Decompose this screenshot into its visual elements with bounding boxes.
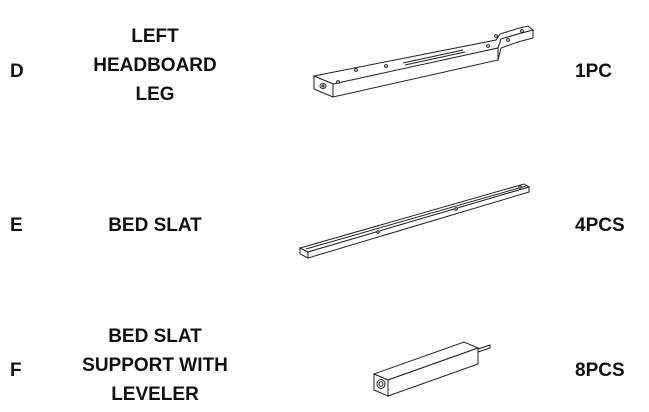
part-name-line: BED SLAT bbox=[108, 326, 202, 347]
part-name-line: LEG bbox=[135, 84, 175, 105]
part-name-line: HEADBOARD bbox=[93, 55, 217, 76]
part-name-line: SUPPORT WITH bbox=[82, 355, 228, 376]
part-letter: F bbox=[10, 360, 22, 381]
part-name-line: LEVELER bbox=[111, 384, 199, 405]
bed-slat-drawing bbox=[296, 178, 536, 268]
headboard-leg-drawing bbox=[308, 12, 538, 104]
part-name: BED SLAT SUPPORT WITH LEVELER bbox=[38, 322, 272, 409]
part-quantity: 8PCS bbox=[575, 360, 625, 381]
part-name: BED SLAT bbox=[38, 211, 272, 240]
part-name-line: BED SLAT bbox=[108, 215, 202, 236]
part-quantity: 4PCS bbox=[575, 215, 625, 236]
slat-support-leveler-drawing bbox=[368, 336, 498, 400]
part-quantity: 1PC bbox=[575, 61, 612, 82]
part-name-line: LEFT bbox=[131, 26, 179, 47]
part-name: LEFT HEADBOARD LEG bbox=[38, 22, 272, 109]
part-letter: D bbox=[10, 61, 24, 82]
part-letter: E bbox=[10, 215, 23, 236]
